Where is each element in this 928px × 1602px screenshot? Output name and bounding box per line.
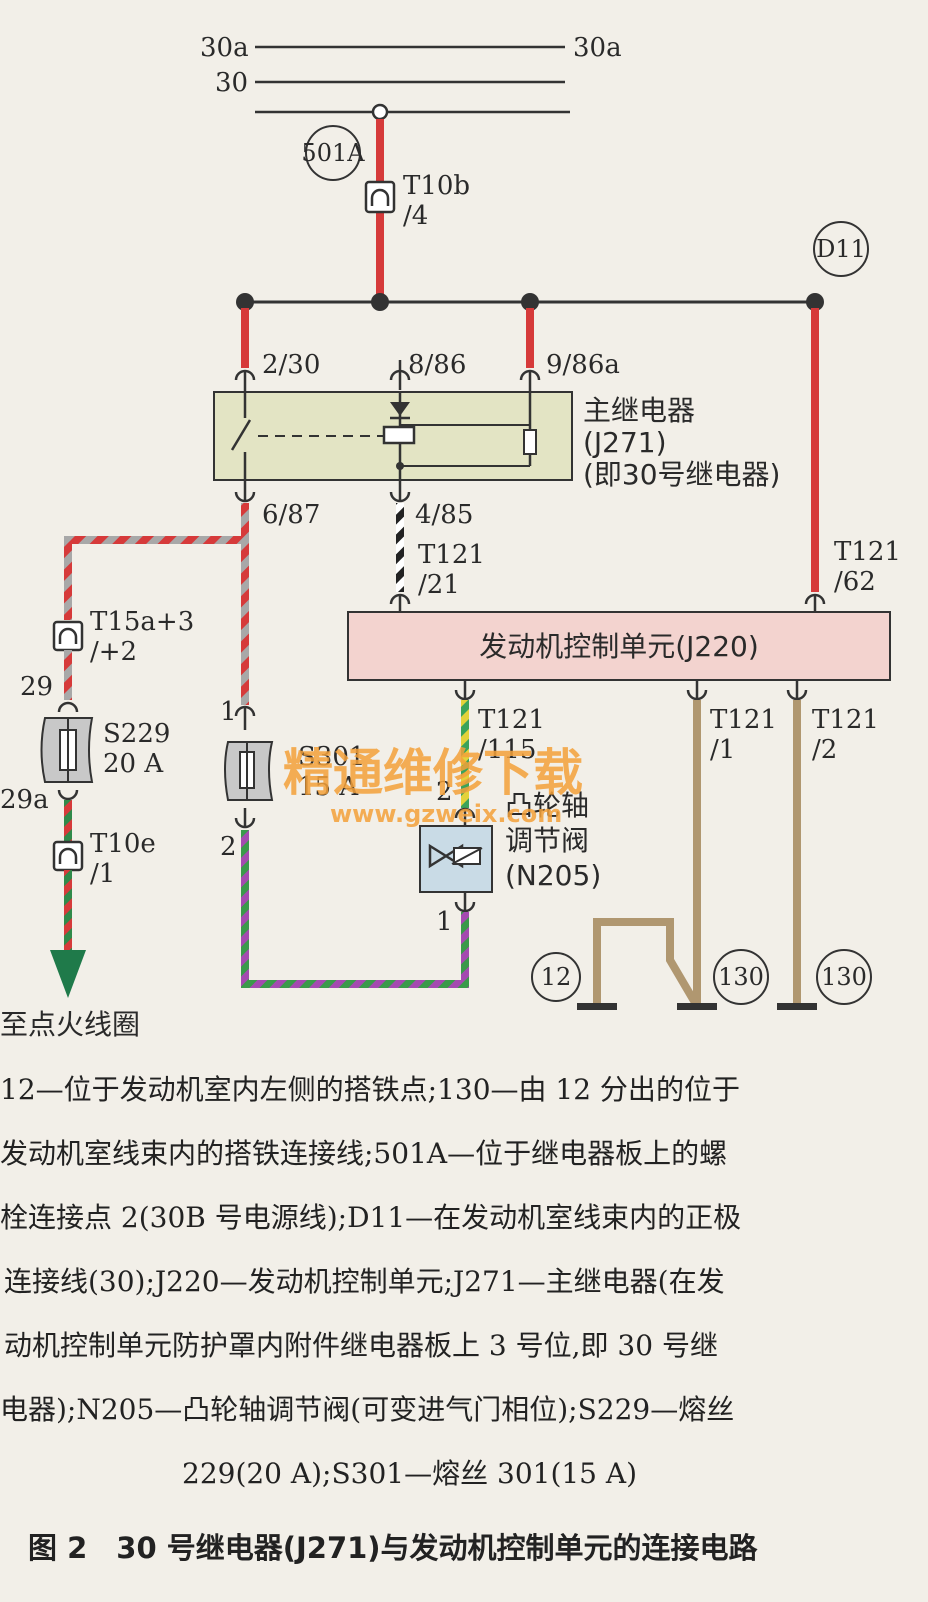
label-s301-rating: 15 A: [298, 772, 359, 802]
watermark-text: 精通维修下载: [283, 744, 583, 802]
ecu-j220: [347, 611, 891, 681]
legend: 12—位于发动机室内左侧的搭铁点;130—由 12 分出的位于 发动机室线束内的…: [0, 1058, 928, 1506]
label-s301: S301: [298, 742, 365, 772]
ecu-label: 发动机控制单元(J220): [479, 630, 759, 663]
ground-wires: [593, 700, 801, 1009]
label-t10b: T10b: [403, 171, 470, 201]
valve-label-2: 调节阀: [505, 824, 589, 857]
label-t10e: T10e: [90, 829, 156, 859]
node-130-a: 130: [713, 949, 769, 1005]
label-s229-rating: 20 A: [103, 749, 164, 779]
label-t121-115a: T121: [478, 705, 545, 735]
n205-top-pin: [454, 807, 476, 826]
svg-text:130: 130: [821, 963, 867, 991]
legend-line: 连接线(30);J220—发动机控制单元;J271—主继电器(在发: [4, 1265, 725, 1298]
relay-note: (即30号继电器): [583, 458, 780, 491]
wire-s301-n205: [241, 830, 469, 988]
svg-text:501A: 501A: [301, 139, 365, 167]
label-ignition: 至点火线圈: [0, 1008, 140, 1041]
relay-feed-wires: [241, 308, 819, 592]
label-pin29: 29: [20, 672, 53, 702]
relay-j271: [213, 391, 573, 481]
label-6-87: 6/87: [262, 500, 320, 530]
label-t121-115b: /115: [478, 735, 536, 765]
label-t121-21b: /21: [418, 570, 460, 600]
fuse-s301: [224, 741, 274, 801]
ecu-top-pins: [389, 593, 826, 612]
relay-bottom-pins: [234, 480, 411, 503]
label-2-30: 2/30: [262, 350, 320, 380]
bus-lines: [255, 45, 570, 121]
valve-n205: [419, 825, 493, 893]
label-8-86: 8/86: [408, 350, 466, 380]
label-pin29a: 29a: [0, 785, 49, 815]
ground-bars: [577, 1003, 817, 1010]
label-t121-2b: /2: [812, 735, 837, 765]
node-130-b: 130: [816, 949, 872, 1005]
svg-text:12: 12: [541, 963, 572, 991]
label-n205-pin2: 2: [436, 777, 453, 807]
label-t15a: T15a+3: [90, 607, 194, 637]
label-4-85: 4/85: [415, 500, 473, 530]
arrow-down-icon: [50, 950, 86, 998]
node-12: 12: [531, 952, 581, 1002]
connector-t10b: [364, 180, 396, 214]
label-t121-62a: T121: [834, 537, 901, 567]
node-d11: D11: [813, 221, 869, 277]
s301-pins: [234, 705, 256, 829]
s229-pins: [57, 701, 79, 801]
connector-t10e: [52, 840, 84, 872]
relay-pin-caps: [234, 369, 541, 392]
label-t121-62b: /62: [834, 567, 876, 597]
figure-caption: 图 2 30 号继电器(J271)与发动机控制单元的连接电路: [28, 1531, 758, 1565]
label-t15a-pin: /+2: [90, 637, 137, 667]
circuit-diagram: 30a 30a 30 501A T10b /4 D11: [0, 33, 901, 1041]
label-t121-21a: T121: [418, 540, 485, 570]
legend-line: 栓连接点 2(30B 号电源线);D11—在发动机室线束内的正极: [0, 1201, 742, 1234]
label-t10e-pin: /1: [90, 859, 115, 889]
node-501a: 501A: [301, 125, 365, 181]
label-t10b-pin: /4: [403, 201, 428, 231]
relay-code: (J271): [583, 426, 667, 459]
fuse-s229: [40, 717, 94, 783]
label-30a-right: 30a: [573, 33, 622, 63]
label-30a-left: 30a: [200, 33, 249, 63]
valve-label-3: (N205): [505, 859, 601, 892]
svg-text:D11: D11: [816, 235, 866, 263]
label-t121-1b: /1: [710, 735, 735, 765]
legend-line: 发动机室线束内的搭铁连接线;501A—位于继电器板上的螺: [0, 1137, 728, 1170]
watermark-url: www.gzweix.com: [330, 800, 562, 828]
legend-line: 12—位于发动机室内左侧的搭铁点;130—由 12 分出的位于: [0, 1073, 740, 1106]
label-30: 30: [215, 68, 248, 98]
label-s301-pin2: 2: [220, 832, 237, 862]
label-t121-2a: T121: [812, 705, 879, 735]
distribution-bus: [236, 293, 824, 311]
ecu-bottom-pins: [454, 680, 808, 701]
label-9-86a: 9/86a: [546, 350, 620, 380]
legend-line: 电器);N205—凸轮轴调节阀(可变进气门相位);S229—熔丝: [0, 1393, 735, 1426]
wire-87-output: [64, 503, 249, 705]
svg-text:130: 130: [718, 963, 764, 991]
label-n205-pin1: 1: [436, 907, 453, 937]
label-s229: S229: [103, 719, 170, 749]
valve-label-1: 凸轮轴: [505, 789, 589, 822]
legend-line: 动机控制单元防护罩内附件继电器板上 3 号位,即 30 号继: [4, 1329, 718, 1362]
legend-line: 229(20 A);S301—熔丝 301(15 A): [182, 1457, 638, 1490]
label-s301-pin1: 1: [220, 697, 237, 727]
n205-bottom-pin: [454, 892, 476, 913]
relay-name: 主继电器: [583, 394, 695, 427]
label-t121-1a: T121: [710, 705, 777, 735]
connector-t15a: [52, 620, 84, 652]
